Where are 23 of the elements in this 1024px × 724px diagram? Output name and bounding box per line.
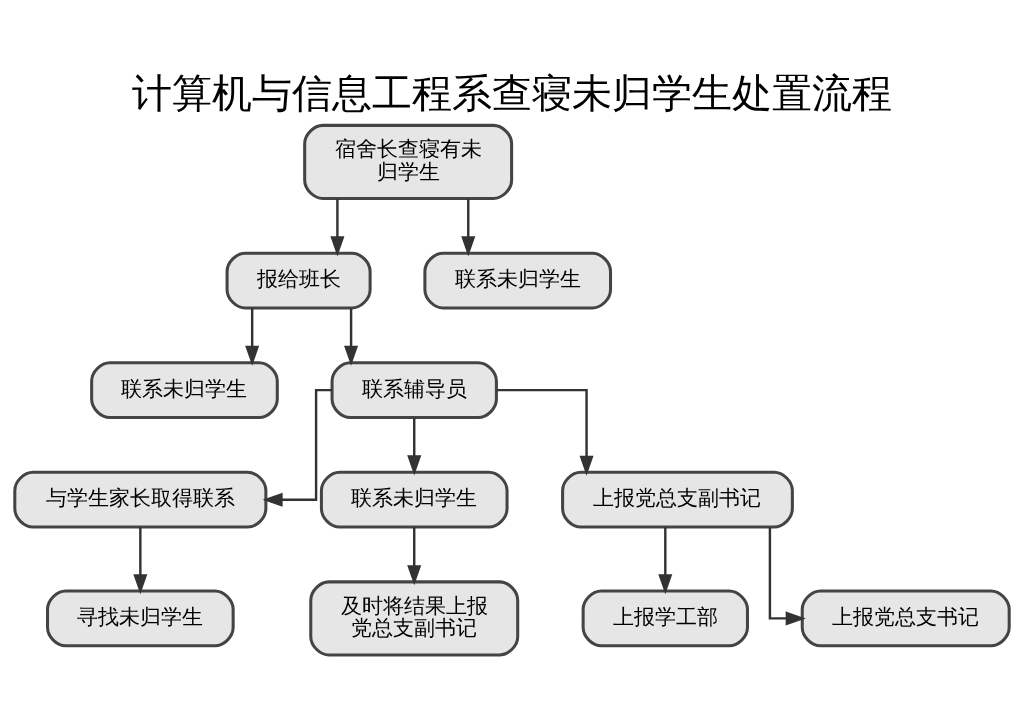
arrow bbox=[461, 198, 476, 257]
node-box: 上报学工部 bbox=[581, 589, 749, 648]
arrow bbox=[407, 527, 422, 586]
arrow bbox=[496, 388, 594, 476]
arrow bbox=[133, 527, 148, 595]
node-box: 与学生家长取得联系 bbox=[13, 470, 268, 529]
arrow bbox=[344, 308, 359, 366]
node-box: 联系辅导员 bbox=[330, 361, 498, 420]
node-box: 报给班长 bbox=[225, 251, 372, 310]
node-box: 联系未归学生 bbox=[423, 251, 613, 310]
arrow bbox=[407, 417, 422, 476]
node-box: 寻找未归学生 bbox=[46, 589, 235, 648]
node-box: 上报党总支副书记 bbox=[561, 470, 794, 529]
node-box: 上报党总支书记 bbox=[800, 589, 1011, 648]
arrow bbox=[245, 308, 260, 366]
node-box: 及时将结果上报党总支副书记 bbox=[309, 580, 520, 657]
arrow bbox=[658, 527, 673, 595]
diagram-title: 计算机与信息工程系查寝未归学生处置流程 bbox=[132, 69, 892, 116]
node-box: 宿舍长查寝有未归学生 bbox=[303, 123, 514, 200]
node-box: 联系未归学生 bbox=[90, 361, 279, 420]
node-box: 联系未归学生 bbox=[319, 470, 509, 529]
arrow bbox=[768, 527, 806, 626]
arrow bbox=[330, 198, 345, 257]
